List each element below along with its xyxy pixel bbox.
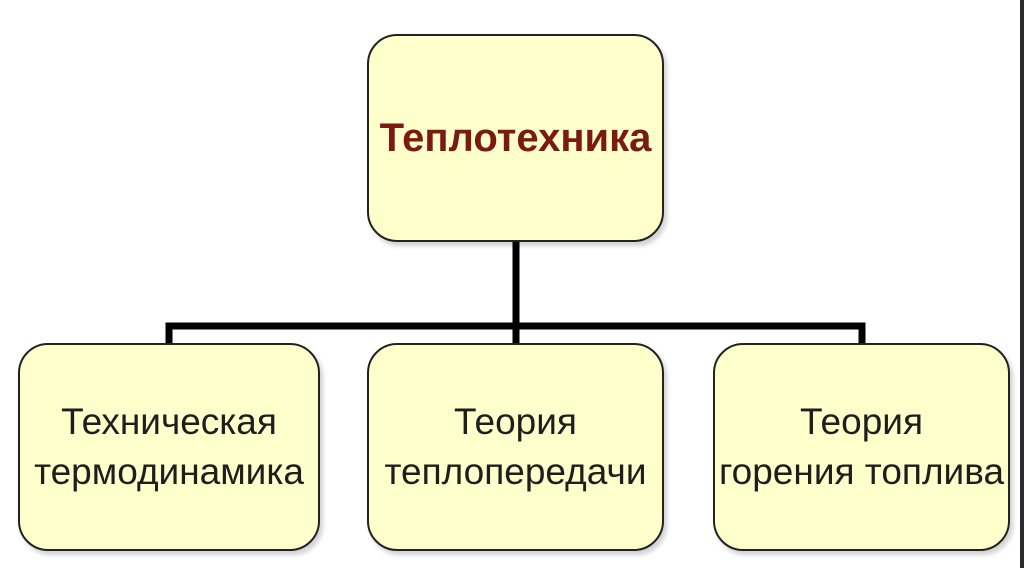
child-node-2-label: Теория теплопередачи bbox=[384, 401, 647, 492]
child-node-1-label: Техническая термодинамика bbox=[34, 401, 304, 492]
child-node-3: Теория горения топлива bbox=[713, 343, 1010, 551]
child-node-3-label: Теория горения топлива bbox=[718, 401, 1005, 492]
root-node-label: Теплотехника bbox=[379, 116, 652, 160]
child-node-2: Теория теплопередачи bbox=[367, 343, 664, 551]
root-node: Теплотехника bbox=[367, 34, 664, 242]
frame-edge bbox=[1020, 0, 1024, 568]
child-node-1: Техническая термодинамика bbox=[18, 343, 320, 551]
